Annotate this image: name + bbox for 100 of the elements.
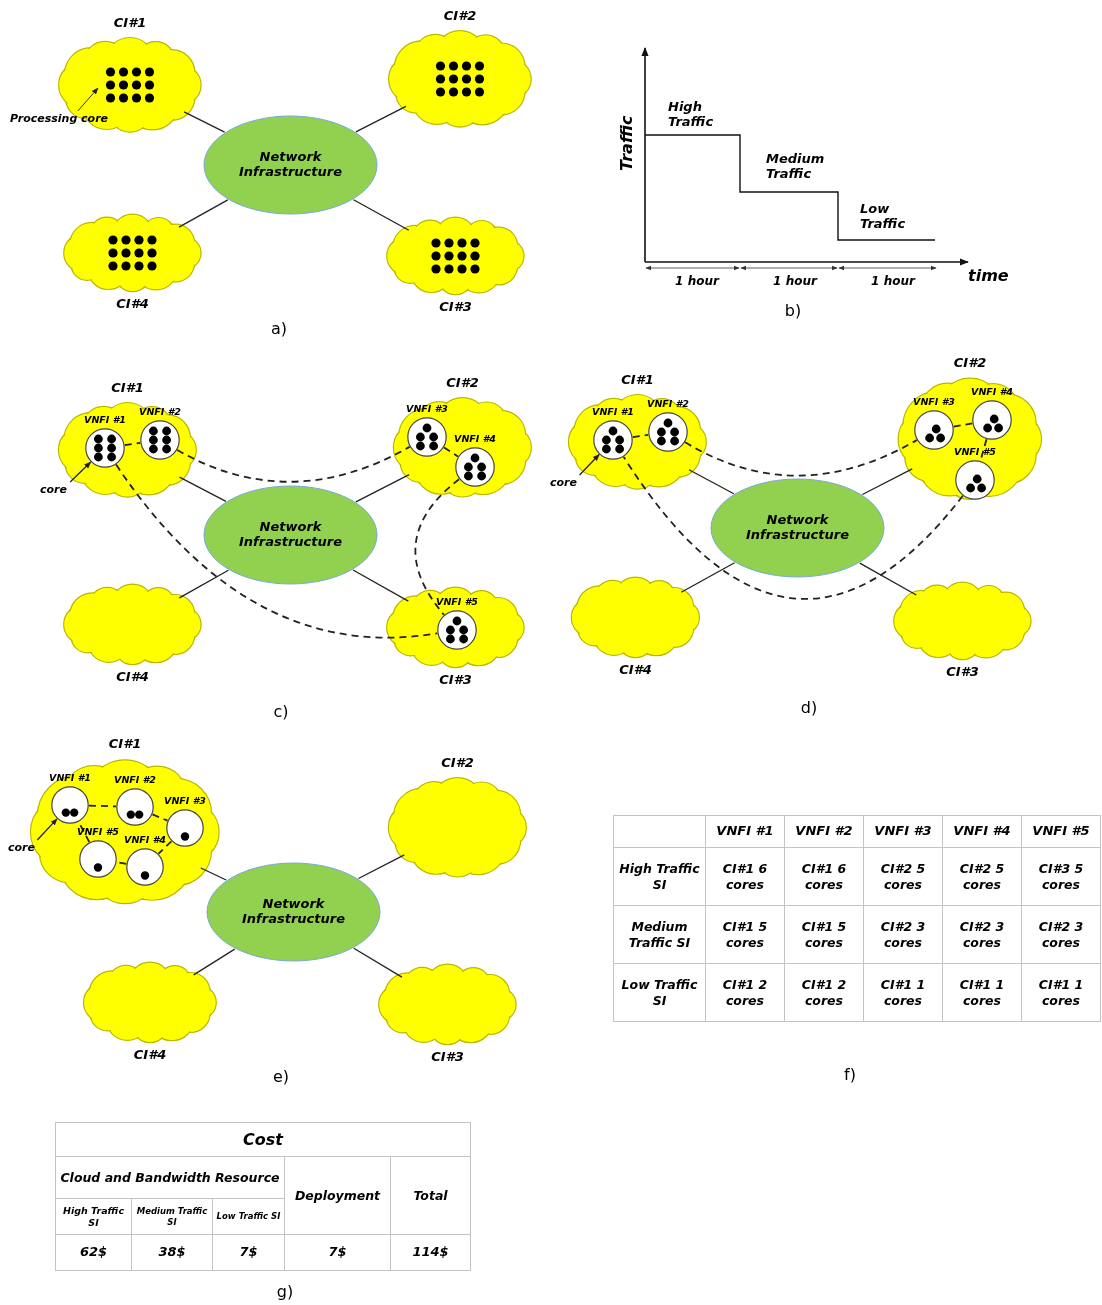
connector-line	[69, 461, 92, 483]
dashed-link	[414, 478, 460, 616]
table-cell: CI#1 2 cores	[705, 963, 785, 1022]
connector-line	[357, 854, 405, 880]
dimension-label: 1 hour	[871, 275, 915, 289]
table-cell: CI#1 6 cores	[784, 847, 864, 906]
cloud-label: CI#4	[132, 1048, 168, 1063]
table-cell: 62$	[55, 1234, 132, 1271]
dimension-label: 1 hour	[675, 275, 719, 289]
connector-line	[355, 474, 410, 503]
callout-text: core	[40, 484, 67, 497]
cloud-label: CI#1	[107, 737, 143, 752]
vnfi-label: VNFI #1	[592, 407, 634, 418]
connector-line	[352, 569, 409, 602]
vnfi-label: VNFI #5	[954, 447, 996, 458]
table-cell: CI#1 5 cores	[705, 905, 785, 964]
connector-line	[352, 199, 410, 231]
table-cell: VNFI #5	[1021, 815, 1101, 848]
connector-line	[36, 818, 58, 841]
cloud-label: CI#2	[445, 376, 480, 391]
connector-line	[859, 562, 917, 596]
table-cell: 7$	[212, 1234, 285, 1271]
cloud-label: CI#2	[440, 756, 475, 771]
callout-text: Processing core	[10, 113, 109, 126]
dashed-link	[952, 422, 974, 428]
table-cell: CI#1 1 cores	[1021, 963, 1101, 1022]
table-cell: Deployment	[284, 1156, 391, 1235]
vnfi-label: VNFI #1	[84, 415, 126, 426]
dashed-link	[631, 434, 650, 438]
table-cell: VNFI #3	[863, 815, 943, 848]
vnfi-label: VNFI #5	[436, 597, 478, 608]
callout-text: core	[550, 477, 577, 490]
table-cell: Medium Traffic SI	[131, 1198, 213, 1235]
table-cell: CI#2 3 cores	[863, 905, 943, 964]
connector-line	[183, 111, 226, 133]
node-label: Network Infrastructure	[238, 520, 343, 550]
connector-line	[178, 569, 230, 599]
dashed-link	[123, 442, 142, 446]
vnfi-label: VNFI #2	[647, 399, 689, 410]
dashed-link	[115, 463, 439, 639]
cloud-label: CI#2	[442, 9, 478, 24]
cloud-label: CI#2	[952, 356, 988, 371]
connector-line	[355, 105, 407, 133]
connector-line	[578, 453, 600, 476]
node-label: Network Infrastructure	[238, 150, 343, 180]
vnfi-label: VNFI #4	[454, 434, 496, 445]
vnfi-label: VNFI #3	[164, 796, 206, 807]
chart-label: Medium Traffic	[766, 152, 826, 182]
connector-line	[178, 476, 227, 502]
table-cell: High Traffic SI	[613, 847, 706, 906]
axis-label: Traffic	[617, 114, 637, 173]
vnfi-label: VNFI #3	[406, 404, 448, 415]
dashed-link	[157, 840, 173, 855]
connector-line	[178, 199, 229, 228]
table-cell: CI#2 5 cores	[863, 847, 943, 906]
table-cell: Cloud and Bandwidth Resource	[55, 1156, 285, 1199]
connector-line	[200, 867, 227, 881]
table-cell: CI#1 5 cores	[784, 905, 864, 964]
panel-label: a)	[271, 320, 287, 339]
cloud-label: CI#1	[620, 373, 655, 388]
connector-line	[688, 469, 735, 495]
panel-label: g)	[276, 1283, 294, 1302]
connector-line	[861, 468, 913, 496]
cloud-label: CI#3	[430, 1050, 465, 1065]
connector-line	[353, 947, 403, 978]
connector-line	[193, 948, 236, 976]
table-cell: CI#1 2 cores	[784, 963, 864, 1022]
panel-label: d)	[800, 699, 818, 718]
cloud-label: CI#3	[438, 673, 473, 688]
cloud-label: CI#3	[438, 300, 473, 315]
table-cell: CI#2 3 cores	[942, 905, 1022, 964]
table-cell: CI#2 3 cores	[1021, 905, 1101, 964]
dashed-link	[684, 439, 918, 477]
vnfi-label: VNFI #3	[913, 397, 955, 408]
cloud-label: CI#1	[110, 381, 145, 396]
table-cell: CI#1 1 cores	[942, 963, 1022, 1022]
table-cell: Total	[390, 1156, 471, 1235]
vnfi-label: VNFI #2	[114, 775, 156, 786]
dashed-link	[443, 446, 459, 458]
vnfi-label: VNFI #2	[139, 407, 181, 418]
table-cell: CI#3 5 cores	[1021, 847, 1101, 906]
panel-label: b)	[784, 302, 802, 321]
table-cell: CI#2 5 cores	[942, 847, 1022, 906]
table-cell: Cost	[55, 1122, 471, 1157]
table-cell: Low Traffic SI	[613, 963, 706, 1022]
dashed-link	[622, 456, 964, 600]
dimension-label: 1 hour	[773, 275, 817, 289]
table-cell: VNFI #1	[705, 815, 785, 848]
panel-label: f)	[844, 1066, 856, 1085]
node-label: Network Infrastructure	[241, 897, 346, 927]
callout-text: core	[8, 842, 35, 855]
vnfi-label: VNFI #5	[77, 827, 119, 838]
table-cell: High Traffic SI	[55, 1198, 132, 1235]
cloud-label: CI#4	[115, 670, 150, 685]
table-cell: CI#1 1 cores	[863, 963, 943, 1022]
table-cell: 38$	[131, 1234, 213, 1271]
table-cell: CI#1 6 cores	[705, 847, 785, 906]
table-cell: 114$	[390, 1234, 471, 1271]
vnfi-label: VNFI #4	[124, 835, 166, 846]
chart-label: High Traffic	[668, 100, 715, 130]
